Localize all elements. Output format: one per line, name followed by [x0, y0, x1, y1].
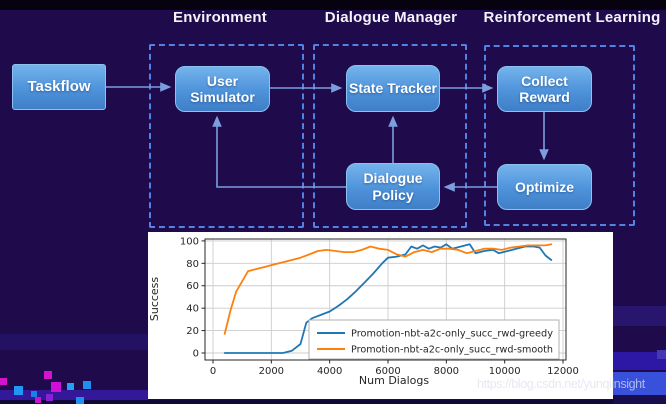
svg-text:4000: 4000	[317, 366, 342, 377]
svg-text:Promotion-nbt-a2c-only_succ_rw: Promotion-nbt-a2c-only_succ_rwd-greedy	[351, 329, 553, 340]
group-label-dialogue-manager: Dialogue Manager	[324, 9, 458, 26]
decor-band	[613, 352, 666, 370]
svg-text:0: 0	[210, 366, 216, 377]
svg-text:10000: 10000	[489, 366, 521, 377]
pixel-decoration	[67, 383, 74, 390]
node-user-simulator: User Simulator	[175, 66, 270, 112]
pixel-decoration	[51, 382, 61, 392]
success-chart: 0 2000 4000 6000 8000 10000 12000 0 20 40 60 80 100N…	[148, 236, 579, 387]
pixel-decoration	[35, 397, 41, 403]
svg-text:0: 0	[193, 349, 199, 360]
pixel-decoration	[31, 391, 37, 397]
node-state-tracker: State Tracker	[346, 65, 440, 112]
svg-text:Num Dialogs: Num Dialogs	[359, 374, 429, 387]
svg-text:40: 40	[186, 304, 199, 315]
top-black-bar	[0, 0, 666, 10]
watermark: https://blog.csdn.net/yunqiinsight	[477, 377, 645, 391]
pixel-decoration	[14, 386, 23, 395]
node-collect-reward: Collect Reward	[497, 66, 592, 112]
group-label-reinforcement-learning: Reinforcement Learning	[483, 9, 661, 26]
decor-band	[0, 334, 148, 350]
node-optimize: Optimize	[497, 164, 592, 210]
svg-text:20: 20	[186, 326, 199, 337]
svg-text:Promotion-nbt-a2c-only_succ_rw: Promotion-nbt-a2c-only_succ_rwd-smooth	[351, 345, 553, 356]
decor-band	[613, 306, 666, 326]
pixel-decoration	[46, 394, 53, 401]
decor-band	[613, 395, 666, 404]
pixel-decoration	[657, 350, 666, 359]
svg-text:2000: 2000	[259, 366, 284, 377]
svg-text:Success: Success	[148, 277, 161, 322]
group-label-environment: Environment	[173, 9, 267, 26]
pixel-decoration	[83, 381, 91, 389]
pixel-decoration	[0, 378, 7, 385]
svg-text:80: 80	[186, 259, 199, 270]
decor-band	[613, 372, 666, 395]
region-reinforcement-learning	[484, 45, 635, 226]
decor-band	[0, 400, 666, 404]
decor-band	[0, 390, 148, 400]
node-dialogue-policy: Dialogue Policy	[346, 163, 440, 210]
svg-text:100: 100	[180, 236, 199, 247]
pixel-decoration	[76, 397, 84, 404]
svg-text:60: 60	[186, 281, 199, 292]
svg-text:6000: 6000	[375, 366, 400, 377]
svg-text:8000: 8000	[434, 366, 459, 377]
node-taskflow: Taskflow	[12, 64, 106, 110]
svg-text:12000: 12000	[547, 366, 579, 377]
pixel-decoration	[44, 371, 52, 379]
